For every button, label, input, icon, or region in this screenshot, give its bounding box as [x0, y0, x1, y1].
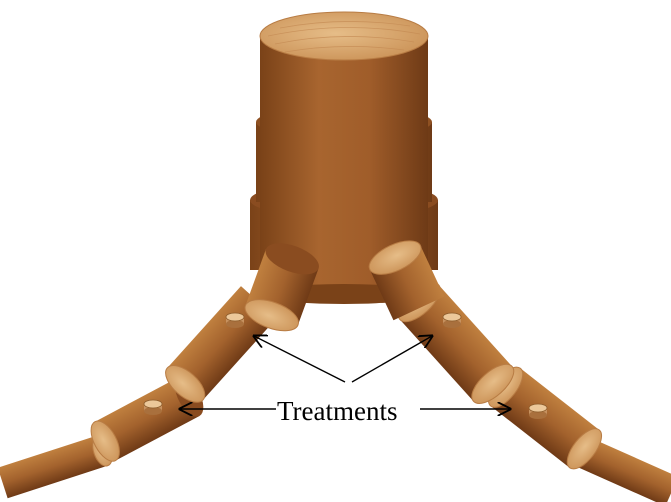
treatment-plug-left-lower: [144, 400, 162, 415]
treatment-plug-right-upper: [443, 313, 461, 328]
right-root-branch: [364, 234, 671, 502]
left-root-branch: [0, 237, 323, 498]
trunk-top-face: [260, 12, 428, 60]
treatments-label: Treatments: [276, 394, 399, 428]
treatment-plug-right-lower: [529, 404, 547, 419]
arrow-right-upper: [352, 336, 432, 382]
treatment-plug-left-upper: [226, 313, 244, 328]
arrow-left-upper: [254, 336, 345, 382]
